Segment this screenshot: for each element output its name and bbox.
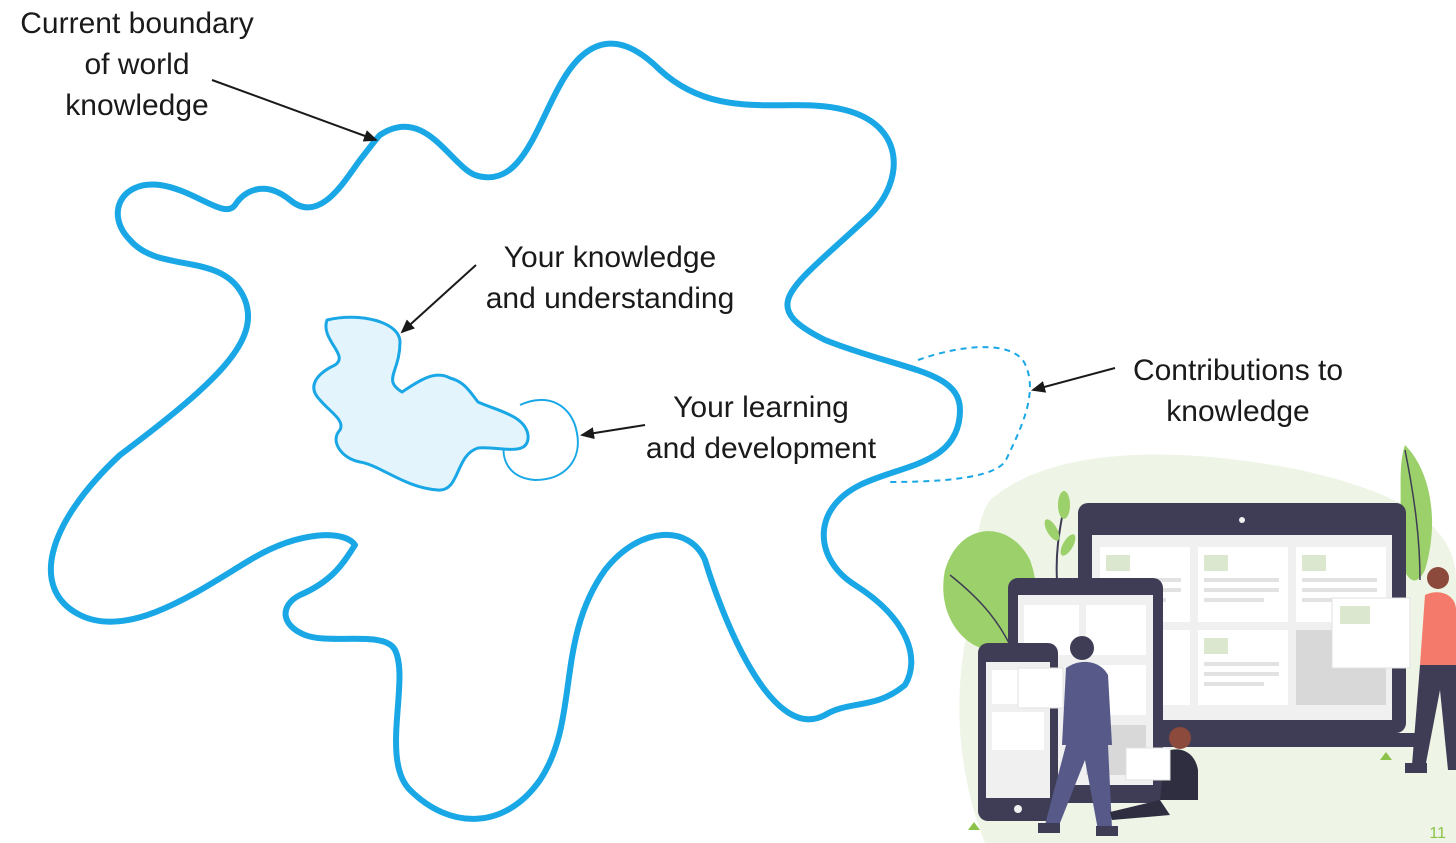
contributions-label-line2: knowledge bbox=[1166, 395, 1309, 428]
contributions-label-line1: Contributions to bbox=[1133, 354, 1343, 387]
standing-person-right-figure bbox=[1331, 567, 1456, 773]
page-number: 11 bbox=[1429, 825, 1446, 842]
contributions-dashed-region bbox=[887, 346, 1031, 483]
contributions-arrow bbox=[1031, 367, 1116, 393]
learning-label-line1: Your learning bbox=[673, 391, 849, 424]
boundary-label-line2: of world bbox=[84, 48, 189, 81]
world-knowledge-boundary bbox=[47, 40, 963, 822]
boundary-label-line3: knowledge bbox=[65, 89, 208, 122]
boundary-label-line1: Current boundary bbox=[20, 7, 253, 40]
learning-development-region bbox=[502, 399, 579, 482]
boundary-arrow bbox=[211, 79, 378, 142]
knowledge-label-line1: Your knowledge bbox=[504, 241, 716, 274]
people-with-devices-illustration bbox=[943, 445, 1456, 843]
learning-arrow bbox=[580, 424, 646, 440]
knowledge-label-line2: and understanding bbox=[486, 282, 735, 315]
knowledge-arrow bbox=[400, 264, 477, 334]
sitting-woman-figure bbox=[1110, 727, 1198, 820]
your-knowledge-region bbox=[312, 315, 530, 492]
standing-man-figure bbox=[1017, 636, 1118, 836]
learning-label-line2: and development bbox=[646, 432, 877, 465]
